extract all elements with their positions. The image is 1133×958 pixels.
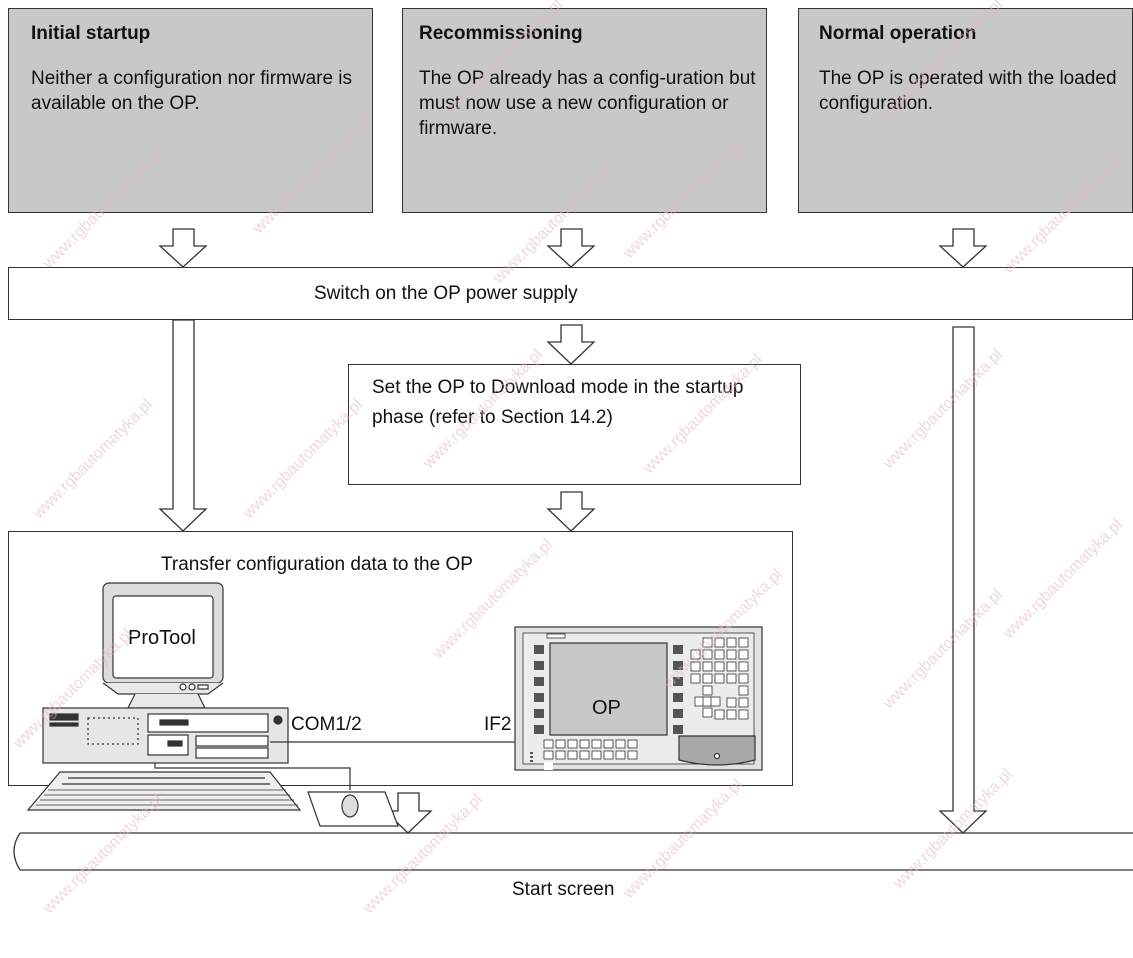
start-screen-label: Start screen bbox=[512, 879, 615, 900]
com-port-label: COM1/2 bbox=[291, 714, 362, 735]
box-recommissioning: Recommissioning The OP already has a con… bbox=[402, 8, 767, 213]
power-supply-label: Switch on the OP power supply bbox=[314, 283, 578, 304]
box-initial-startup: Initial startup Neither a configuration … bbox=[8, 8, 373, 213]
arrow-initial-to-power bbox=[158, 228, 208, 268]
arrow-power-to-start bbox=[938, 326, 988, 834]
if2-label: IF2 bbox=[484, 714, 512, 735]
pc-screen-label: ProTool bbox=[128, 627, 196, 649]
arrow-power-to-transfer bbox=[158, 319, 208, 532]
arrow-download-to-transfer bbox=[546, 491, 596, 532]
transfer-label: Transfer configuration data to the OP bbox=[161, 554, 473, 575]
download-mode-label: Set the OP to Download mode in the start… bbox=[372, 377, 744, 428]
initial-startup-heading: Initial startup bbox=[31, 23, 151, 44]
arrow-normal-to-power bbox=[938, 228, 988, 268]
recommissioning-heading: Recommissioning bbox=[419, 23, 583, 44]
op-screen-label: OP bbox=[592, 697, 621, 719]
recommissioning-text: The OP already has a config-uration but … bbox=[419, 68, 756, 139]
arrow-transfer-to-start bbox=[383, 792, 433, 834]
power-supply-step: Switch on the OP power supply bbox=[8, 267, 1133, 320]
box-normal-operation: Normal operation The OP is operated with… bbox=[798, 8, 1133, 213]
op-illustration bbox=[514, 626, 763, 771]
start-screen-outline bbox=[13, 832, 1133, 871]
normal-operation-text: The OP is operated with the loaded confi… bbox=[819, 68, 1117, 114]
download-mode-step: Set the OP to Download mode in the start… bbox=[348, 364, 801, 485]
arrow-power-to-download bbox=[546, 324, 596, 365]
initial-startup-text: Neither a configuration nor firmware is … bbox=[31, 68, 353, 114]
pc-illustration bbox=[26, 582, 520, 827]
arrow-recomm-to-power bbox=[546, 228, 596, 268]
normal-operation-heading: Normal operation bbox=[819, 23, 977, 44]
